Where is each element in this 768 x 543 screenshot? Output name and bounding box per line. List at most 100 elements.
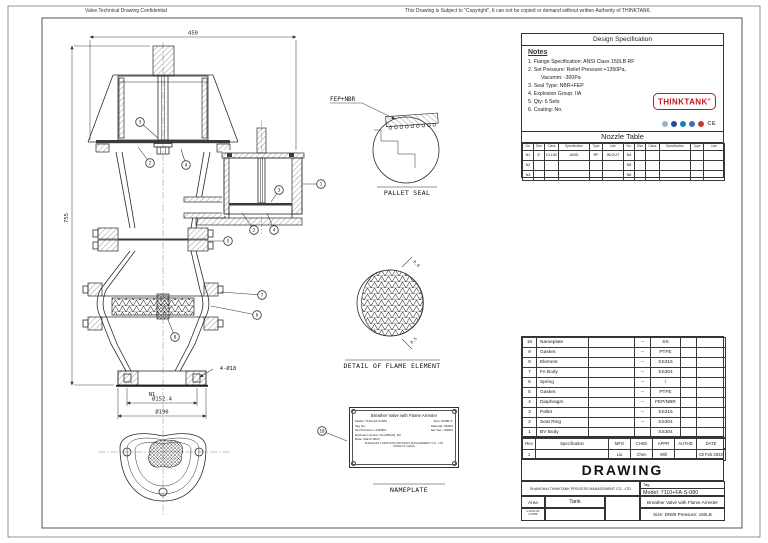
table-cell bbox=[588, 417, 635, 428]
table-cell bbox=[680, 397, 697, 408]
balloon-callout bbox=[145, 158, 155, 168]
balloon-callout bbox=[317, 426, 327, 436]
drawing-banner: DRAWING bbox=[521, 459, 724, 481]
table-cell: 3" bbox=[533, 150, 545, 161]
table-cell: 6 bbox=[522, 377, 537, 388]
table-cell: N6 bbox=[623, 170, 635, 181]
table-cell: Material: SS304 bbox=[430, 424, 453, 428]
area-value: Tank bbox=[545, 496, 605, 508]
table-cell bbox=[703, 160, 725, 171]
table-cell bbox=[680, 337, 697, 348]
table-cell: IN/OUT bbox=[602, 150, 624, 161]
table-cell bbox=[588, 357, 635, 368]
flame-element-band bbox=[111, 297, 195, 316]
table-cell: / bbox=[650, 377, 681, 388]
table-cell: Rev bbox=[522, 438, 536, 450]
table-cell: Gasket bbox=[536, 387, 589, 398]
table-cell: RF bbox=[589, 150, 603, 161]
flame-dim-top: 0.8 bbox=[412, 259, 421, 268]
notes-list: 1. Flange Specification: ANSI Class 150L… bbox=[528, 58, 723, 114]
cert-icon bbox=[680, 121, 687, 127]
table-cell bbox=[589, 170, 603, 181]
table-cell bbox=[544, 160, 559, 171]
table-cell bbox=[589, 160, 603, 171]
table-cell: 3 bbox=[522, 407, 537, 418]
table-cell bbox=[696, 427, 726, 438]
balloon-callout bbox=[316, 179, 326, 189]
table-cell: Use bbox=[602, 143, 624, 151]
sheet-code: V-NOC.#1 CH786 bbox=[521, 508, 545, 521]
table-cell bbox=[703, 170, 725, 181]
table-cell bbox=[696, 407, 726, 418]
table-cell: MFG bbox=[608, 438, 631, 450]
table-cell bbox=[602, 170, 624, 181]
product-title: Breather Valve with Flame Arrester bbox=[640, 496, 725, 508]
svg-text:7: 7 bbox=[261, 293, 264, 298]
table-cell: N4 bbox=[623, 150, 635, 161]
table-cell: -- bbox=[634, 367, 651, 378]
table-cell: Gasket bbox=[536, 347, 589, 358]
table-cell bbox=[659, 150, 691, 161]
svg-text:6: 6 bbox=[256, 313, 259, 318]
table-cell: AUTHD bbox=[674, 438, 697, 450]
table-cell: SS304 bbox=[650, 417, 681, 428]
pallet-seal-caption: PALLET SEAL bbox=[384, 189, 430, 197]
svg-text:2: 2 bbox=[149, 161, 152, 166]
table-cell: Pallet bbox=[536, 407, 589, 418]
table-cell: CL150 bbox=[544, 150, 559, 161]
table-cell: Type bbox=[690, 143, 704, 151]
table-cell: CHKD bbox=[630, 438, 653, 450]
table-cell: Set Vac.:-300Pa bbox=[430, 428, 453, 433]
dim-height-755: 755 bbox=[64, 213, 70, 223]
svg-text:8: 8 bbox=[174, 335, 177, 340]
table-cell: 1 bbox=[522, 427, 537, 438]
balloon-callout bbox=[249, 225, 259, 235]
nameplate-title: Breather Valve with Flame Arrester bbox=[370, 413, 438, 418]
nameplate-explosion-group: Explosion Group: IIA+IIB3(G): EX bbox=[355, 433, 401, 438]
table-cell: BV Body bbox=[536, 427, 589, 438]
table-cell: N5 bbox=[623, 160, 635, 171]
thinktank-logo: THINKTANK® bbox=[652, 93, 716, 110]
company-name: SHANGHAI THINKTANK PROCESS MANAGEMENT CO… bbox=[521, 481, 640, 496]
table-cell: No. bbox=[623, 143, 635, 151]
table-cell: Specification bbox=[659, 143, 691, 151]
svg-text:4: 4 bbox=[185, 163, 188, 168]
table-cell: Size: DN80-3" bbox=[433, 419, 454, 424]
table-cell: Element bbox=[536, 357, 589, 368]
nameplate-company: SHANGHAI THINKTANK PROCESS MANAGEMENT CO… bbox=[364, 440, 444, 445]
design-specification-panel: Design Specification Notes 1. Flange Spe… bbox=[521, 33, 724, 133]
table-cell bbox=[690, 160, 704, 171]
table-cell bbox=[588, 427, 635, 438]
table-cell bbox=[680, 347, 697, 358]
table-cell: 4 bbox=[522, 397, 537, 408]
table-cell bbox=[680, 377, 697, 388]
outer-border bbox=[7, 5, 761, 538]
table-cell bbox=[690, 150, 704, 161]
table-cell bbox=[645, 170, 660, 181]
table-cell: Specification bbox=[535, 438, 609, 450]
note-line: 5. Qty: 6 Sets bbox=[528, 99, 560, 106]
ce-mark-icon: CE bbox=[707, 121, 716, 127]
cert-icon bbox=[689, 121, 696, 127]
table-cell: 10 bbox=[522, 337, 537, 348]
table-cell: -- bbox=[634, 407, 651, 418]
header-classification: Valve Technical Drawing Confidential bbox=[85, 8, 167, 14]
nameplate-origin: MADE IN CHINA bbox=[393, 444, 415, 449]
table-cell bbox=[659, 170, 691, 181]
dim-bolt-circle: Ø152.4 bbox=[152, 396, 173, 403]
cert-icon bbox=[698, 121, 705, 127]
table-cell bbox=[558, 160, 590, 171]
table-cell: Tag No: bbox=[355, 424, 366, 428]
table-cell: -- bbox=[634, 347, 651, 358]
